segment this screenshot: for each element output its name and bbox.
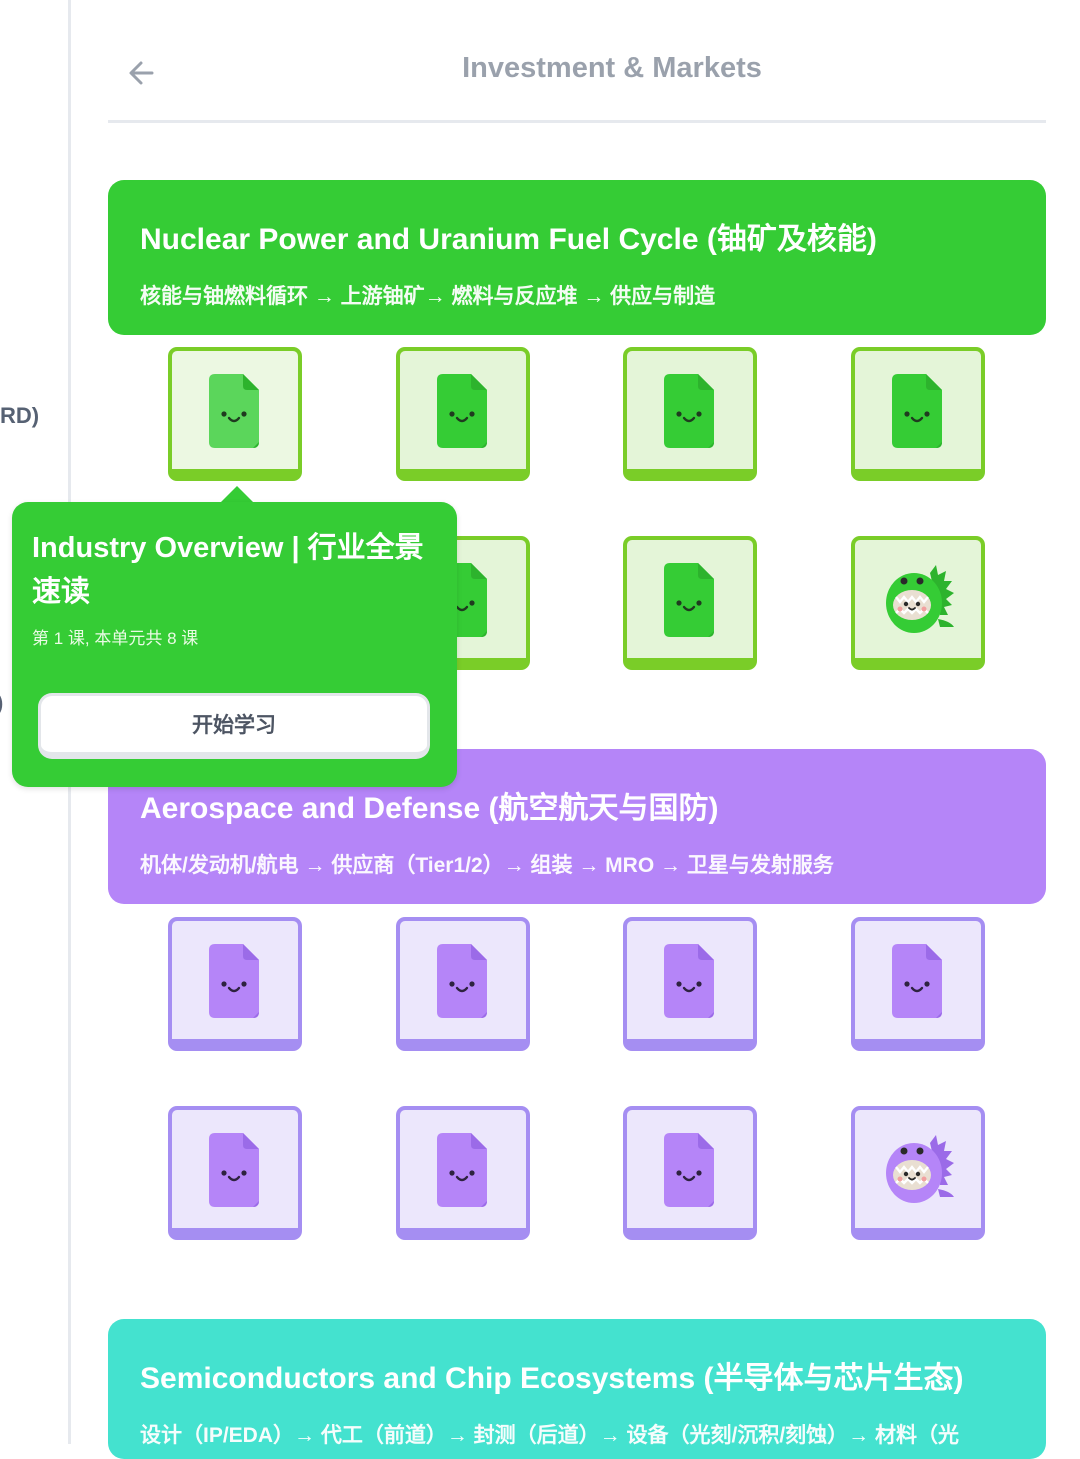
smiling-document-icon bbox=[209, 374, 259, 448]
unit-review-tile[interactable] bbox=[851, 1106, 985, 1240]
lesson-tile[interactable] bbox=[396, 1106, 530, 1240]
smiling-document-icon bbox=[437, 1133, 487, 1207]
dinosaur-mascot-icon bbox=[886, 1135, 954, 1203]
unit-description: 核能与铀燃料循环 → 上游铀矿→ 燃料与反应堆 → 供应与制造 bbox=[140, 285, 716, 308]
arrow-left-icon bbox=[129, 61, 154, 85]
smiling-document-icon bbox=[892, 374, 942, 448]
smiling-document-icon bbox=[664, 563, 714, 637]
popover-caret bbox=[220, 486, 254, 503]
smiling-document-icon bbox=[664, 1133, 714, 1207]
smiling-document-icon bbox=[892, 944, 942, 1018]
lesson-tile[interactable] bbox=[851, 347, 985, 481]
smiling-document-icon bbox=[664, 944, 714, 1018]
lesson-tile[interactable] bbox=[623, 1106, 757, 1240]
lesson-tile[interactable] bbox=[168, 347, 302, 481]
smiling-document-icon bbox=[437, 944, 487, 1018]
lesson-tile[interactable] bbox=[396, 917, 530, 1051]
unit-banner-semiconductors[interactable]: Semiconductors and Chip Ecosystems (半导体与… bbox=[108, 1319, 1046, 1459]
popover-title: Industry Overview | 行业全景速读 bbox=[32, 532, 424, 608]
lesson-tile[interactable] bbox=[623, 917, 757, 1051]
unit-description: 机体/发动机/航电 → 供应商（Tier1/2）→ 组装 → MRO → 卫星与… bbox=[140, 854, 834, 877]
sidebar-item-label[interactable]: RD) bbox=[0, 403, 40, 428]
back-button[interactable] bbox=[126, 56, 160, 90]
sidebar-item-label[interactable]: ) bbox=[0, 690, 3, 716]
lesson-tile[interactable] bbox=[168, 1106, 302, 1240]
unit-review-tile[interactable] bbox=[851, 536, 985, 670]
smiling-document-icon bbox=[209, 1133, 259, 1207]
smiling-document-icon bbox=[209, 944, 259, 1018]
unit-title: Aerospace and Defense (航空航天与国防) bbox=[140, 792, 719, 825]
lesson-popover: Industry Overview | 行业全景速读 第 1 课, 本单元共 8… bbox=[12, 502, 457, 787]
lesson-tile[interactable] bbox=[396, 347, 530, 481]
unit-description: 设计（IP/EDA）→ 代工（前道）→ 封测（后道）→ 设备（光刻/沉积/刻蚀）… bbox=[140, 1424, 960, 1447]
lesson-tile[interactable] bbox=[623, 347, 757, 481]
popover-subtitle: 第 1 课, 本单元共 8 课 bbox=[32, 629, 199, 648]
page-title: Investment & Markets bbox=[462, 52, 762, 84]
header-divider bbox=[108, 120, 1046, 123]
lesson-tile[interactable] bbox=[851, 917, 985, 1051]
lesson-tile[interactable] bbox=[623, 536, 757, 670]
lesson-tile[interactable] bbox=[168, 917, 302, 1051]
unit-title: Nuclear Power and Uranium Fuel Cycle (铀矿… bbox=[140, 223, 877, 256]
smiling-document-icon bbox=[437, 374, 487, 448]
unit-banner-nuclear[interactable]: Nuclear Power and Uranium Fuel Cycle (铀矿… bbox=[108, 180, 1046, 335]
smiling-document-icon bbox=[664, 374, 714, 448]
dinosaur-mascot-icon bbox=[886, 565, 954, 633]
start-learning-button[interactable]: 开始学习 bbox=[38, 693, 430, 759]
unit-title: Semiconductors and Chip Ecosystems (半导体与… bbox=[140, 1362, 964, 1395]
